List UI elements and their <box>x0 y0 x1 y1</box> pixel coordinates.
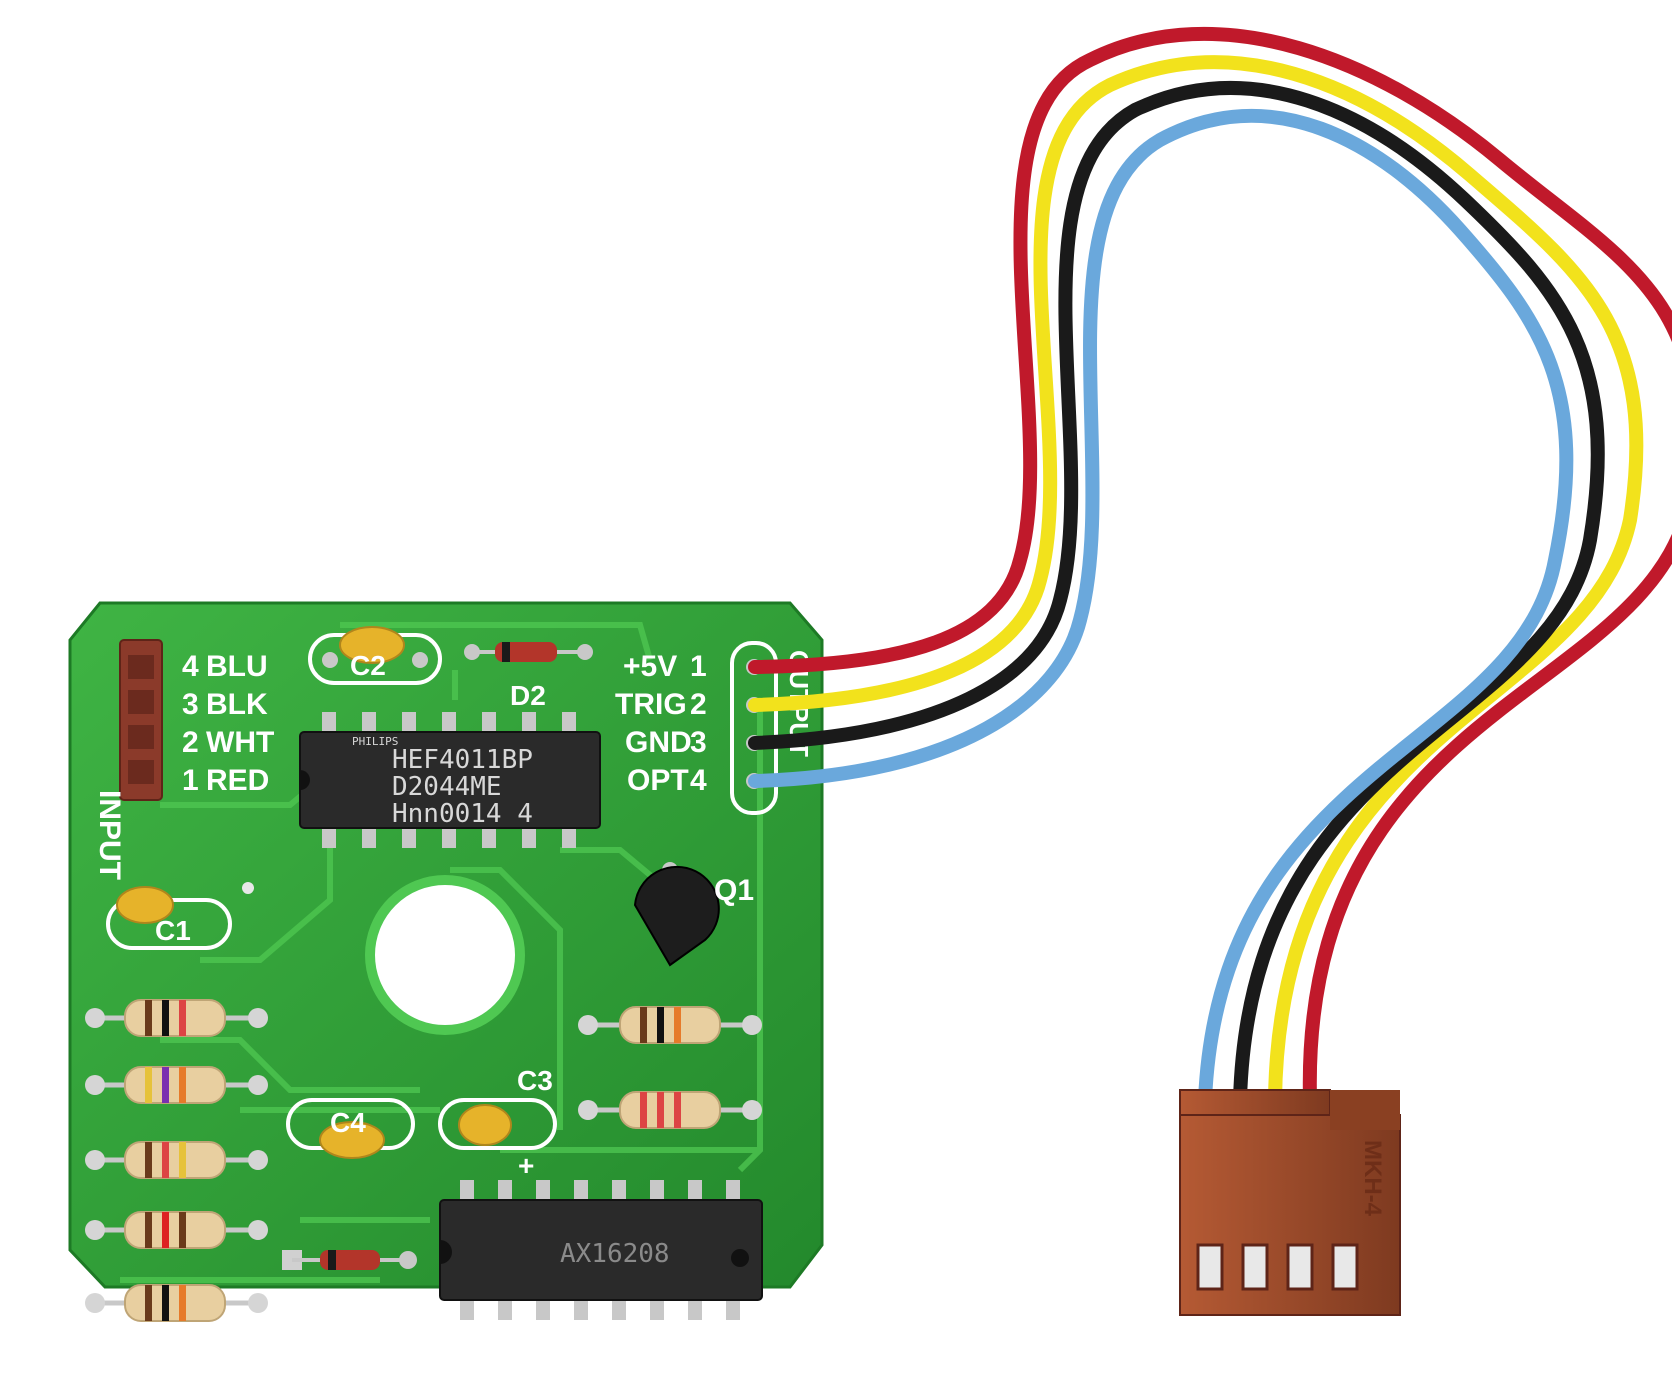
wire-red <box>748 26 1672 1107</box>
c3-plus: + <box>518 1150 534 1181</box>
connector-marking: MKH-4 <box>1359 1140 1386 1217</box>
wire-harness <box>748 26 1672 1107</box>
wire-blue <box>748 108 1574 1107</box>
diode-d2: D2 <box>464 642 593 711</box>
input-pin-2-label: WHT <box>206 726 274 759</box>
input-pin-1-num: 1 <box>182 764 199 797</box>
resistor-r6 <box>578 1006 762 1044</box>
resistor-r7 <box>578 1091 762 1129</box>
capacitor-c1: C1 <box>106 882 254 950</box>
input-pin-labels: 4 BLU 3 BLK 2 WHT 1 RED <box>182 650 274 797</box>
d1-label: D1 <box>325 1287 361 1318</box>
input-pin-3-num: 3 <box>182 688 199 721</box>
output-pin-4-label: OPT <box>627 764 689 797</box>
output-pin-3-label: GND <box>625 726 692 759</box>
ic-main-brand: PHILIPS <box>352 735 398 748</box>
ic-main-line2: D2044ME <box>392 772 502 802</box>
c1-label: C1 <box>155 915 191 946</box>
ic-second: AX16208 <box>439 1180 763 1320</box>
ic-main-line1: HEF4011BP <box>392 745 533 775</box>
diode-d1: D1 <box>282 1250 417 1318</box>
resistor-r2 <box>85 1066 268 1104</box>
input-pin-4-label: BLU <box>206 650 268 683</box>
d2-label: D2 <box>510 680 546 711</box>
wire-yellow <box>748 55 1644 1107</box>
transistor-q1: Q1 <box>633 862 754 967</box>
resistor-r4 <box>85 1211 268 1249</box>
wire-black <box>748 81 1605 1107</box>
input-pin-4-num: 4 <box>182 650 199 683</box>
input-pin-3-label: BLK <box>206 688 268 721</box>
output-pin-1-label: +5V <box>623 650 677 683</box>
q1-label: Q1 <box>714 874 754 907</box>
resistor-r1 <box>85 999 268 1037</box>
input-pin-2-num: 2 <box>182 726 199 759</box>
board-title: RAPID FIRE MODULE <box>400 1335 770 1376</box>
resistor-bank-right <box>578 1006 762 1129</box>
resistor-r5 <box>85 1284 268 1322</box>
c4-label: C4 <box>330 1107 366 1138</box>
mounting-hole <box>365 875 525 1035</box>
output-pin-2-label: TRIG <box>615 688 687 721</box>
output-pin-3-num: 3 <box>690 726 707 759</box>
wire-connector: MKH-4 <box>1179 1089 1401 1316</box>
ic-hef4011bp: PHILIPS HEF4011BP D2044ME Hnn0014 4 <box>299 712 601 848</box>
capacitor-c2: C2 <box>308 626 442 685</box>
ic-second-marking: AX16208 <box>560 1239 670 1269</box>
c2-label: C2 <box>350 650 386 681</box>
output-pin-2-num: 2 <box>690 688 707 721</box>
output-pin-1-num: 1 <box>690 650 707 683</box>
capacitor-c4: C4 <box>286 1098 415 1159</box>
input-header-label: INPUT <box>93 790 126 880</box>
output-pin-4-num: 4 <box>690 764 707 797</box>
input-pin-1-label: RED <box>206 764 269 797</box>
ic-main-line3: Hnn0014 4 <box>392 799 533 829</box>
capacitor-c3: C3 + <box>438 1065 557 1181</box>
resistor-bank-left <box>85 999 268 1322</box>
c3-label: C3 <box>517 1065 553 1096</box>
input-header-connector: INPUT <box>93 639 163 880</box>
resistor-r3 <box>85 1141 268 1179</box>
